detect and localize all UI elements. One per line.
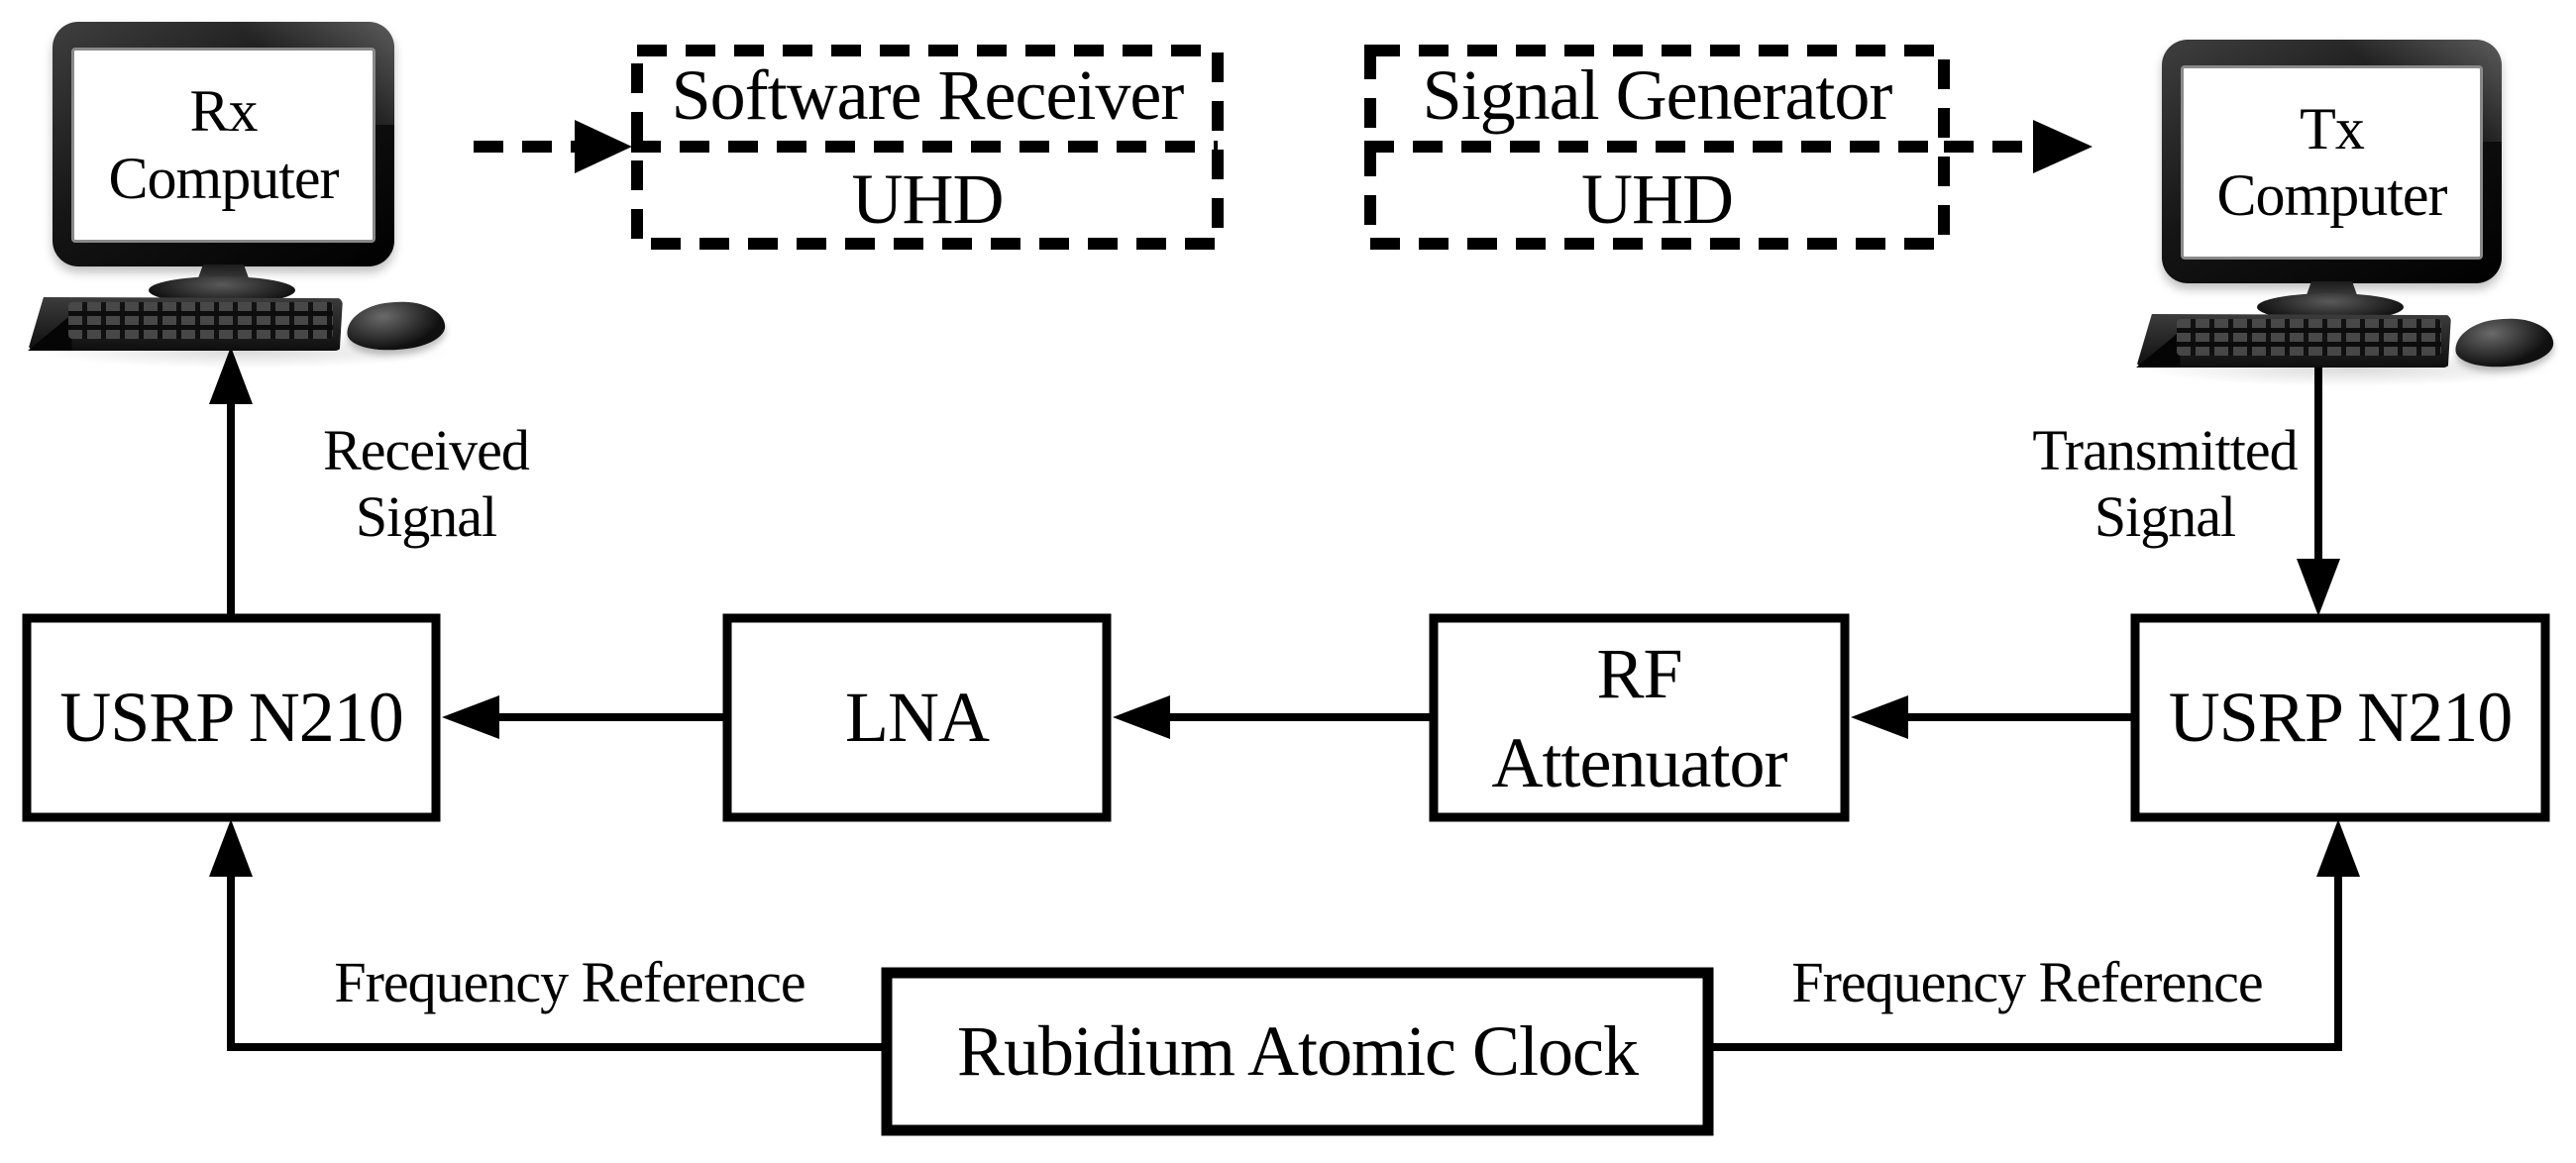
tx-keyboard [2136,314,2451,368]
arrowhead-freq-ref-right-up [2316,819,2360,877]
tx-computer-illustration: Tx Computer [2132,26,2573,386]
usrp-left-label-text: USRP N210 [59,677,403,757]
usrp-right-label: USRP N210 [2131,614,2549,821]
received-signal-line1: Received [323,417,530,482]
arrowhead-into-rf-attenuator [1851,695,1908,739]
rx-computer-illustration: Rx Computer [28,8,469,369]
rx-keyboard-keys [68,302,334,340]
rubidium-clock-label: Rubidium Atomic Clock [882,968,1713,1135]
freq-ref-right-label: Frequency Reference [1740,943,2314,1022]
transmitted-signal-line1: Transmitted [2032,417,2298,482]
transmitted-signal-line2: Signal [2093,484,2236,549]
tx-keyboard-keys [2177,319,2442,357]
arrowhead-toward-tx-computer [2033,120,2093,173]
rubidium-clock-box [881,967,1714,1136]
rx-monitor: Rx Computer [53,22,394,266]
software-receiver-title: Software Receiver [631,45,1224,148]
arrowhead-transmitted-signal-down [2297,559,2340,616]
software-receiver-driver: UHD [631,153,1224,248]
software-receiver-driver-text: UHD [851,159,1005,240]
received-signal-label: Received Signal [238,414,614,553]
arrowhead-received-signal-up [209,347,253,404]
signal-generator-driver: UHD [1364,153,1950,248]
transmitted-signal-label: Transmitted Signal [1977,414,2353,553]
freq-ref-right-text: Frequency Reference [1791,950,2263,1015]
arrowhead-into-lna [1113,695,1170,739]
rx-screen: Rx Computer [71,48,376,243]
tx-screen-label-line1: Tx [2300,95,2365,161]
lna-label: LNA [723,614,1111,821]
tx-monitor: Tx Computer [2162,40,2502,283]
software-receiver-title-text: Software Receiver [671,55,1185,136]
usrp-right-box [2130,613,2550,822]
freq-ref-left-label: Frequency Reference [282,943,857,1022]
freq-ref-left-wire [227,876,887,1051]
rf-attenuator-label-line1: RF [1596,633,1682,713]
arrowhead-into-software-receiver [575,120,632,173]
freq-ref-right-wire [1708,876,2342,1051]
signal-generator-title-text: Signal Generator [1422,55,1893,136]
tx-screen-label-line2: Computer [2216,162,2448,228]
tx-keyboard-wedge [2136,331,2181,368]
rx-keyboard [28,297,343,351]
rf-attenuator-box [1429,613,1850,822]
rf-attenuator-label-line2: Attenuator [1491,722,1788,802]
usrp-left-box [22,613,441,822]
rx-screen-label-line2: Computer [108,145,340,211]
signal-generator-driver-text: UHD [1581,159,1734,240]
freq-ref-left-text: Frequency Reference [334,950,805,1015]
tx-screen: Tx Computer [2181,65,2483,260]
rx-screen-label-line1: Rx [189,78,258,145]
arrowhead-freq-ref-left-up [209,819,253,877]
arrowhead-into-usrp-left [442,695,499,739]
rx-keyboard-wedge [28,314,72,351]
received-signal-line2: Signal [355,484,497,549]
usrp-right-label-text: USRP N210 [2168,677,2513,757]
signal-generator-title: Signal Generator [1364,45,1950,148]
usrp-left-label: USRP N210 [23,614,440,821]
rubidium-clock-label-text: Rubidium Atomic Clock [956,1010,1639,1091]
rf-attenuator-label: RF Attenuator [1430,614,1849,821]
lna-label-text: LNA [845,677,990,757]
